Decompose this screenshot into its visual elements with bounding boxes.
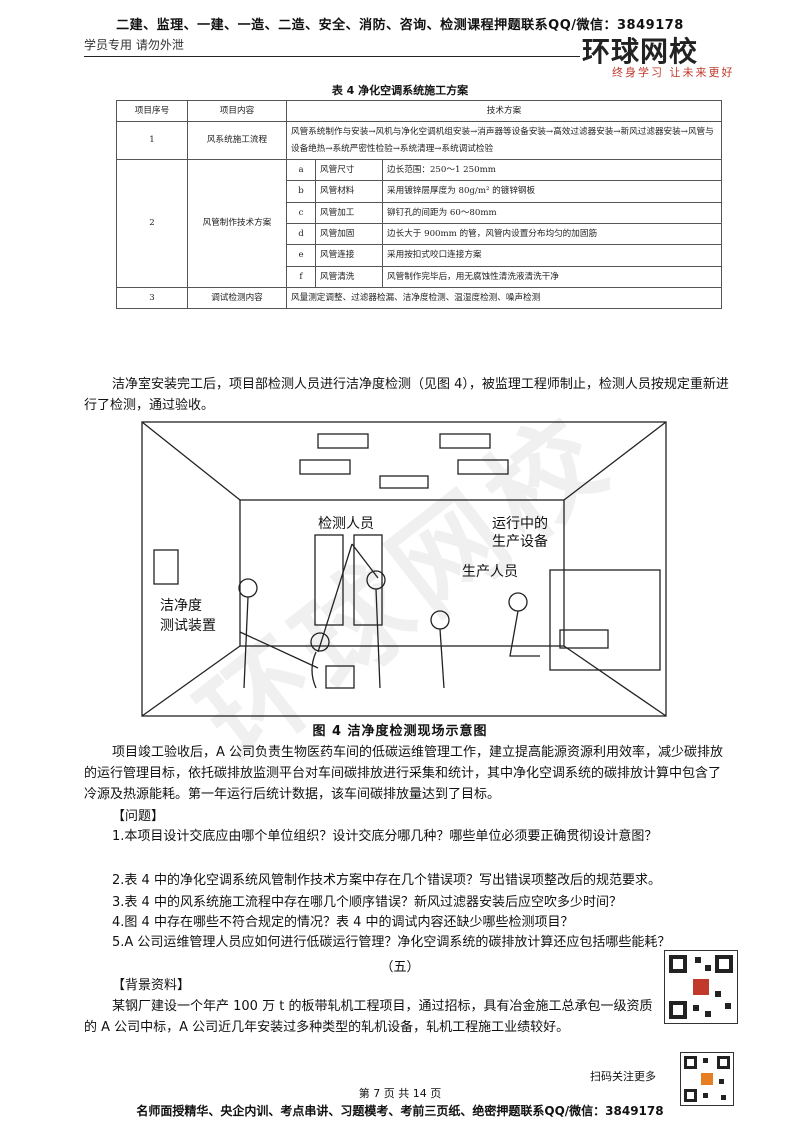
back-wall <box>239 499 565 647</box>
header-divider <box>84 56 580 57</box>
label-producers: 生产人员 <box>462 563 518 579</box>
cleanroom-inspection-figure: 检测人员 运行中的 生产设备 生产人员 洁净度 测试装置 <box>141 421 667 717</box>
question-item: 3.表 4 中的风系统施工流程中存在哪几个顺序错误？新风过滤器安装后应空吹多少时… <box>112 895 622 910</box>
table-row: c 风管加工 铆钉孔的间距为 60～80mm <box>117 201 722 224</box>
label-leader-line <box>351 543 379 579</box>
item-name: 风管清洗 <box>315 265 383 288</box>
ceiling-light <box>299 459 351 475</box>
person-body <box>243 596 249 689</box>
production-equipment <box>549 569 661 671</box>
item-desc: 边长范围：250～1 250mm <box>382 158 722 182</box>
table-row: 1 风系统施工流程 风管系统制作与安装→风机与净化空调机组安装→消声器等设备安装… <box>116 121 722 160</box>
label-inspectors: 检测人员 <box>318 515 374 531</box>
equipment-console <box>559 629 609 649</box>
section-number: （五） <box>380 960 420 975</box>
table-header-cell: 项目序号 <box>116 99 188 123</box>
row-plan: 风量测定调整、过滤器检漏、洁净度检测、温湿度检测、噪声检测 <box>286 286 722 310</box>
wall-panel <box>153 549 179 585</box>
person-body <box>439 628 445 689</box>
table-row: 3 调试检测内容 风量测定调整、过滤器检漏、洁净度检测、温湿度检测、噪声检测 <box>116 286 722 310</box>
brand-logo: 环球网校 <box>582 35 699 68</box>
door <box>314 534 344 626</box>
row-content: 风系统施工流程 <box>187 121 287 160</box>
ceiling-light <box>457 459 509 475</box>
table-header-row: 项目序号 项目内容 技术方案 <box>116 99 722 123</box>
question-item: 2.表 4 中的净化空调系统风管制作技术方案中存在几个错误项？写出错误项整改后的… <box>112 873 661 888</box>
figure-caption: 图 4 洁净度检测现场示意图 <box>312 724 488 739</box>
construction-plan-table: 项目序号 项目内容 技术方案 1 风系统施工流程 风管系统制作与安装→风机与净化… <box>116 99 722 310</box>
item-name: 风管尺寸 <box>315 158 383 182</box>
person-body <box>375 588 381 689</box>
person-head <box>310 632 330 652</box>
item-letter: d <box>286 222 316 246</box>
row-number: 2 <box>116 158 188 288</box>
background-text: 某钢厂建设一个年产 100 万 t 的板带轧机工程项目，通过招标，具有冶金施工总… <box>84 999 653 1035</box>
questions-heading: 【问题】 <box>112 809 165 824</box>
item-letter: e <box>286 244 316 267</box>
test-device-box <box>325 665 355 689</box>
label-device-line1: 洁净度 <box>160 597 202 613</box>
item-letter: c <box>286 201 316 224</box>
table-title: 表 4 净化空调系统施工方案 <box>331 84 469 97</box>
page-number: 第 7 页 共 14 页 <box>358 1087 442 1100</box>
header-promo: 二建、监理、一建、一造、二造、安全、消防、咨询、检测课程押题联系QQ/微信：38… <box>116 18 684 33</box>
table-row: b 风管材料 采用镀锌层厚度为 80g/m² 的镀锌钢板 <box>117 180 722 203</box>
ceiling-edge-left <box>141 421 241 501</box>
row-number: 3 <box>116 286 188 310</box>
test-pointer-line <box>239 631 319 669</box>
item-desc: 铆钉孔的间距为 60～80mm <box>382 201 722 224</box>
background-heading: 【背景资料】 <box>112 978 191 993</box>
person-head <box>430 610 450 630</box>
question-item: 1.本项目设计交底应由哪个单位组织？设计交底分哪几种？哪些单位必须要正确贯彻设计… <box>112 829 658 844</box>
row-plan: 风管系统制作与安装→风机与净化空调机组安装→消声器等设备安装→高效过滤器安装→新… <box>286 121 722 160</box>
ceiling-light <box>439 433 491 449</box>
room-frame <box>141 421 667 717</box>
item-name: 风管加工 <box>315 201 383 224</box>
row-content: 风管制作技术方案 <box>187 158 287 288</box>
label-equipment-line1: 运行中的 <box>492 515 548 531</box>
label-equipment-line2: 生产设备 <box>492 533 548 549</box>
floor-edge-left <box>141 645 241 717</box>
item-letter: b <box>286 180 316 203</box>
table-header-cell: 技术方案 <box>286 99 722 123</box>
person-head <box>508 592 528 612</box>
row-content: 调试检测内容 <box>187 286 287 310</box>
table-row: 2 风管制作技术方案 a 风管尺寸 边长范围：250～1 250mm <box>116 158 722 288</box>
paragraph-inspection: 洁净室安装完工后，项目部检测人员进行洁净度检测（见图 4），被监理工程师制止，检… <box>84 377 729 413</box>
person-head <box>238 578 258 598</box>
item-name: 风管加固 <box>315 222 383 246</box>
row-number: 1 <box>116 121 188 160</box>
person-body <box>509 610 540 657</box>
scan-prompt: 扫码关注更多 <box>590 1070 656 1083</box>
item-name: 风管材料 <box>315 180 383 203</box>
item-desc: 采用按扣式咬口连接方案 <box>382 244 722 267</box>
question-item: 4.图 4 中存在哪些不符合规定的情况？表 4 中的调试内容还缺少哪些检测项目？ <box>112 915 574 930</box>
item-desc: 采用镀锌层厚度为 80g/m² 的镀锌钢板 <box>382 180 722 203</box>
item-letter: f <box>286 265 316 288</box>
paragraph-operations: 项目竣工验收后，A 公司负责生物医药车间的低碳运维管理工作，建立提高能源资源利用… <box>84 745 724 802</box>
qr-code-icon <box>664 950 738 1024</box>
item-desc: 风管制作完毕后，用无腐蚀性清洗液清洗干净 <box>382 265 722 288</box>
qr-code-icon <box>680 1052 734 1106</box>
brand-slogan: 终身学习 让未来更好 <box>612 66 735 79</box>
ceiling-light <box>317 433 369 449</box>
person-body <box>311 651 317 689</box>
item-letter: a <box>286 158 316 182</box>
footer-promo: 名师面授精华、央企内训、考点串讲、习题模考、考前三页纸、绝密押题联系QQ/微信：… <box>136 1104 664 1118</box>
table-header-cell: 项目内容 <box>187 99 287 123</box>
header-notice: 学员专用 请勿外泄 <box>84 38 184 52</box>
floor-edge-right <box>563 645 667 717</box>
item-desc: 边长大于 900mm 的管，风管内设置分布均匀的加固筋 <box>382 222 722 246</box>
ceiling-edge-right <box>563 421 667 501</box>
item-name: 风管连接 <box>315 244 383 267</box>
label-leader-line <box>317 543 353 653</box>
ceiling-light <box>379 475 429 489</box>
question-item: 5.A 公司运维管理人员应如何进行低碳运行管理？净化空调系统的碳排放计算还应包括… <box>112 935 671 950</box>
label-device-line2: 测试装置 <box>160 617 216 633</box>
door <box>353 534 383 626</box>
